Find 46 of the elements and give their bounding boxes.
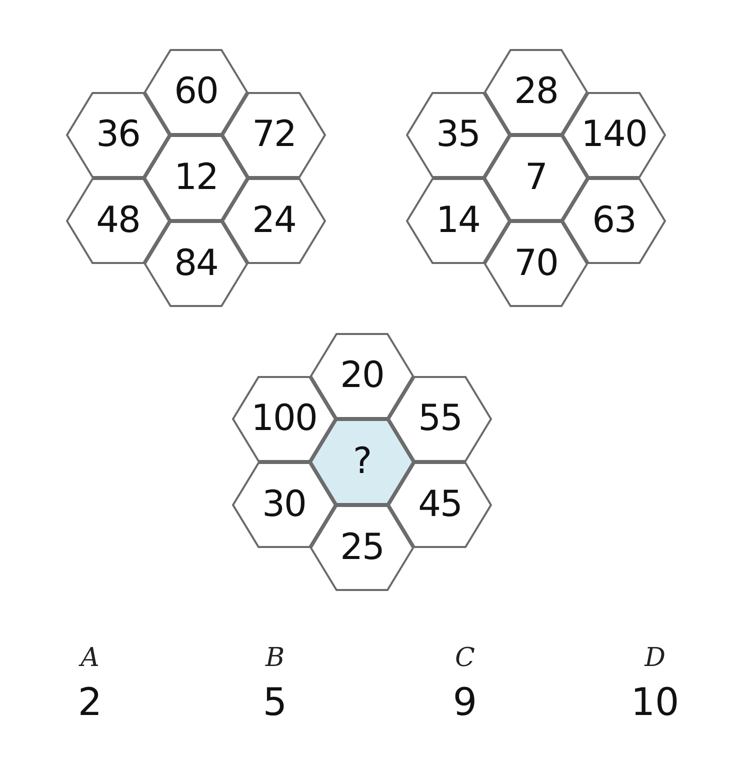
cell-number: 63 xyxy=(591,199,637,243)
cell-number: 60 xyxy=(173,70,219,114)
cell-number: 48 xyxy=(95,199,141,243)
hexagon-cell xyxy=(222,178,326,264)
cell-number: 36 xyxy=(95,113,141,157)
option-value: 2 xyxy=(76,680,104,724)
cell-number: 140 xyxy=(580,113,648,157)
cell-number: 20 xyxy=(339,354,385,398)
cell-number: 72 xyxy=(251,113,297,157)
cell-number: 25 xyxy=(339,526,385,570)
hexagon-cell xyxy=(232,462,336,548)
hexagon-cell xyxy=(222,92,326,178)
cell-number: 24 xyxy=(251,199,297,243)
hexagon-cell xyxy=(388,376,492,462)
option-value: 5 xyxy=(262,680,288,724)
option-value: 9 xyxy=(452,680,478,724)
cell-number: 14 xyxy=(435,199,481,243)
cell-number: 30 xyxy=(261,483,307,527)
hexagon-cell xyxy=(232,376,336,462)
option-value: 10 xyxy=(630,680,680,724)
option-letter: C xyxy=(454,643,476,673)
cell-number: 12 xyxy=(173,156,219,200)
cell-number: 35 xyxy=(435,113,481,157)
hexagon-cell xyxy=(310,505,414,591)
hexagon-cell xyxy=(406,178,510,264)
hexagon-cell xyxy=(66,178,170,264)
hexagon-cell xyxy=(144,221,248,307)
cell-number: 100 xyxy=(250,397,318,441)
cell-number: ? xyxy=(352,440,372,484)
cell-number: 45 xyxy=(417,483,463,527)
hexagon-cell xyxy=(562,178,666,264)
cell-number: 55 xyxy=(417,397,463,441)
cell-number: 70 xyxy=(513,242,559,286)
cell-number: 7 xyxy=(524,156,548,200)
hexagon-cell xyxy=(406,92,510,178)
option-letter: A xyxy=(78,643,100,673)
hexagon-cell xyxy=(144,135,248,221)
option-letter: B xyxy=(264,643,286,673)
hexagon-cell xyxy=(562,92,666,178)
hexagon-cell xyxy=(66,92,170,178)
cell-number: 84 xyxy=(173,242,219,286)
hexagon-cell xyxy=(484,221,588,307)
cell-number: 28 xyxy=(513,70,559,114)
hexagon-cell xyxy=(388,462,492,548)
hexagon-cell xyxy=(144,49,248,135)
option-letter: D xyxy=(643,643,666,673)
